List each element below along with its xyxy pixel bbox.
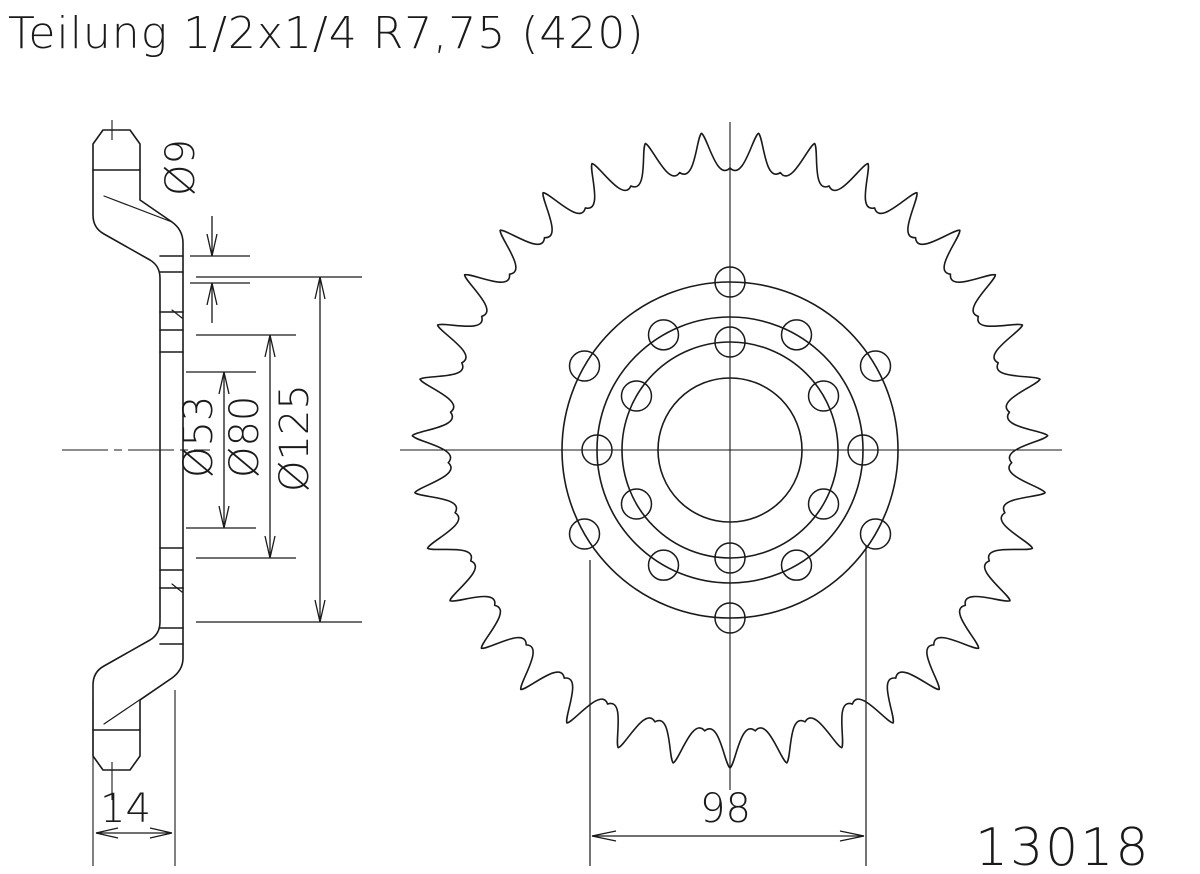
bolt-hole <box>647 319 680 351</box>
bolt-hole <box>568 350 601 382</box>
dimension-circle-80: Ø80 <box>196 334 296 559</box>
bolt-hole <box>568 518 601 550</box>
bolt-hole <box>647 549 680 581</box>
bolt-hole <box>807 488 840 520</box>
bolt-hole <box>859 518 892 550</box>
title-text: Teilung 1/2x1/4 R7,75 (420) <box>8 8 645 59</box>
dimension-label-circle-80: Ø80 <box>222 396 268 478</box>
bolt-hole <box>807 380 840 412</box>
dimension-label-thickness: 14 <box>100 786 151 832</box>
dimension-thickness-14: 14 <box>95 786 173 839</box>
dimension-bore-53: Ø53 <box>176 371 256 529</box>
dimension-label-bore: Ø53 <box>176 396 222 478</box>
bolt-hole <box>780 319 813 351</box>
section-vertical-centerlines <box>92 120 176 866</box>
dimension-label-hole-diameter: Ø9 <box>158 139 204 196</box>
dimension-bolt-circle-125: Ø125 <box>196 276 362 623</box>
front-view-centerlines <box>400 122 1062 790</box>
dimension-label-bolt-circle: Ø125 <box>272 384 318 492</box>
bolt-hole <box>859 350 892 382</box>
bolt-hole <box>780 549 813 581</box>
dimension-hole-diameter-9: Ø9 <box>158 139 250 323</box>
dimension-width-98: 98 <box>589 545 867 866</box>
dimension-label-width: 98 <box>700 786 751 832</box>
bolt-hole <box>620 380 653 412</box>
hub-bolt-hole-group <box>620 326 840 574</box>
part-number-text: 13018 <box>975 818 1150 874</box>
bolt-hole <box>620 488 653 520</box>
